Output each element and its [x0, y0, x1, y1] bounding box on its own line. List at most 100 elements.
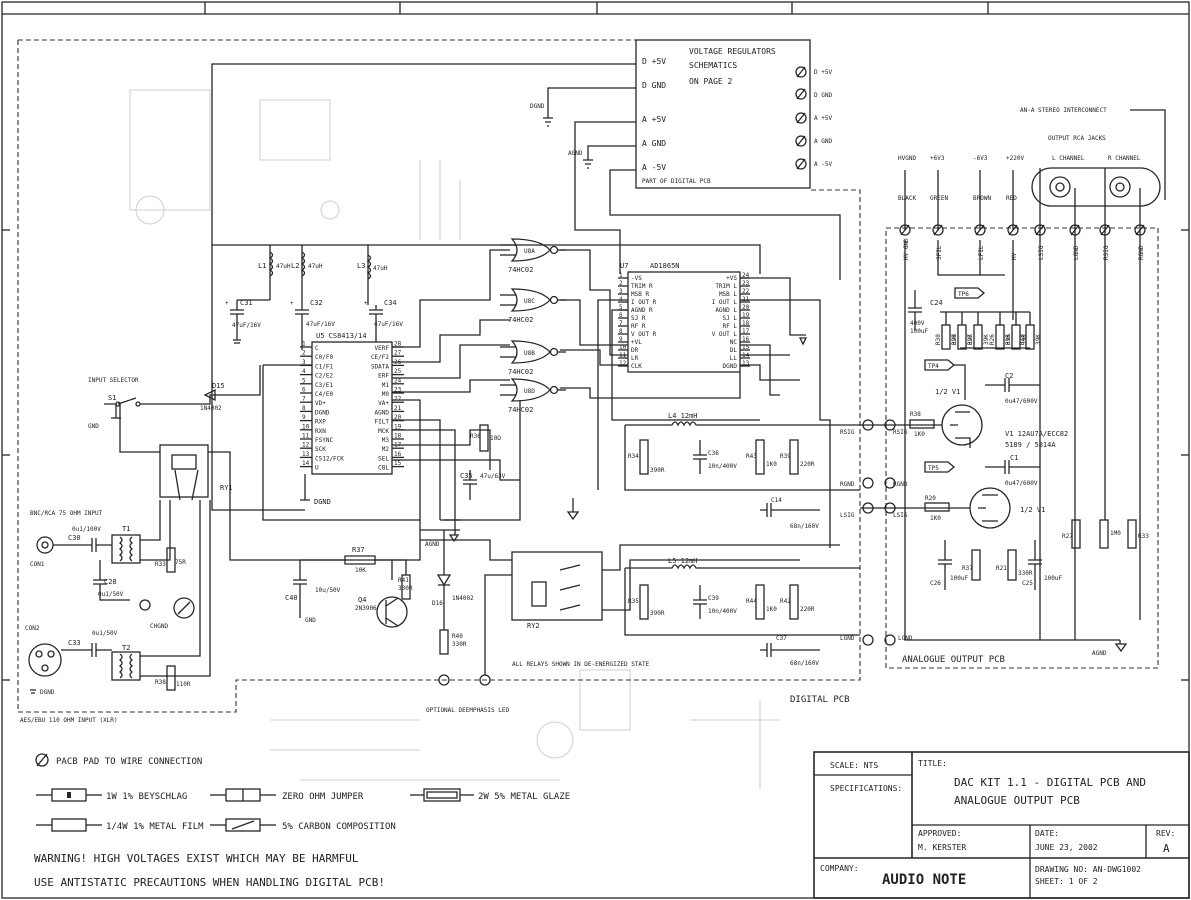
svg-text:CHGND: CHGND — [150, 623, 168, 630]
svg-text:ALL RELAYS SHOWN IN DE-ENERGIZ: ALL RELAYS SHOWN IN DE-ENERGIZED STATE — [512, 661, 650, 668]
svg-text:R44: R44 — [746, 598, 757, 605]
svg-text:AN-A STEREO INTERCONNECT: AN-A STEREO INTERCONNECT — [1020, 107, 1107, 114]
analogue-pad-label: SFIL — [936, 245, 943, 260]
svg-text:1/4W 1% METAL FILM: 1/4W 1% METAL FILM — [106, 822, 204, 832]
u5-pin-num: 1 — [302, 341, 306, 348]
svg-text:C36: C36 — [708, 450, 719, 457]
svg-text:M. KERSTER: M. KERSTER — [918, 843, 966, 852]
gate-id: U8C — [524, 298, 535, 305]
svg-text:100uF: 100uF — [910, 328, 928, 335]
svg-text:10Ω: 10Ω — [490, 435, 501, 442]
reg-label-agnd: A GND — [642, 139, 666, 148]
svg-text:GND: GND — [305, 617, 316, 624]
svg-text:1K0: 1K0 — [766, 461, 777, 468]
u5-pin-label: VD+ — [315, 400, 326, 407]
svg-text:390R: 390R — [650, 467, 665, 474]
svg-text:ZERO OHM JUMPER: ZERO OHM JUMPER — [282, 792, 364, 802]
svg-text:220R: 220R — [800, 606, 815, 613]
svg-text:OUTPUT RCA JACKS: OUTPUT RCA JACKS — [1048, 135, 1106, 142]
reg-pads — [795, 66, 807, 170]
u7-pin-label: SJ R — [631, 315, 646, 322]
u5-pin-label: VA+ — [378, 400, 389, 407]
svg-text:5% CARBON COMPOSITION: 5% CARBON COMPOSITION — [282, 822, 396, 832]
u5-pin-num: 18 — [394, 433, 402, 440]
u7-pin-num: 3 — [619, 288, 623, 295]
company-name: AUDIO NOTE — [882, 872, 966, 888]
u5-pin-num: 19 — [394, 423, 402, 430]
u5-pin-label: C — [315, 345, 319, 352]
svg-text:75R: 75R — [175, 559, 186, 566]
svg-text:C28: C28 — [104, 578, 117, 586]
svg-text:R38: R38 — [910, 411, 921, 418]
u5-pin-label: M2 — [382, 446, 390, 453]
u7-pin-num: 13 — [742, 360, 750, 367]
svg-text:100uF: 100uF — [950, 575, 968, 582]
svg-text:L5 12mH: L5 12mH — [668, 557, 698, 565]
svg-text:TP6: TP6 — [958, 291, 969, 298]
svg-text:LSIG: LSIG — [893, 512, 908, 519]
u7-pin-num: 24 — [742, 272, 750, 279]
bnc-input: BNC/RCA 75 OHM INPUT CON1 C30 0u1/100V T… — [30, 500, 195, 630]
u7-pin-label: LL — [730, 355, 738, 362]
svg-text:S1: S1 — [108, 394, 116, 402]
svg-text:47uF/16V: 47uF/16V — [232, 322, 261, 329]
svg-text:C39: C39 — [708, 595, 719, 602]
svg-text:BLACK: BLACK — [898, 195, 916, 202]
svg-text:L4 12mH: L4 12mH — [668, 412, 698, 420]
drawing-title-2: ANALOGUE OUTPUT PCB — [954, 794, 1080, 807]
anode-resistor-value: 39K — [951, 334, 958, 345]
bleed-through — [129, 89, 780, 790]
svg-text:CON1: CON1 — [30, 561, 45, 568]
u5-pin-label: C2/E2 — [315, 373, 333, 380]
u7-pin-num: 7 — [619, 320, 623, 327]
svg-text:10u/50V: 10u/50V — [315, 587, 341, 594]
u7-pin-num: 5 — [619, 304, 623, 311]
u5-pin-label: C0/F0 — [315, 354, 333, 361]
u5-pin-num: 5 — [302, 377, 306, 384]
u7-pin-num: 8 — [619, 328, 623, 335]
svg-text:R34: R34 — [628, 453, 639, 460]
svg-text:47u/63V: 47u/63V — [480, 473, 506, 480]
u7-pin-label: DR — [631, 347, 639, 354]
u5-pin-num: 22 — [394, 396, 402, 403]
svg-text:LGND: LGND — [840, 635, 855, 642]
analogue-pad-label: LGND — [1073, 245, 1080, 260]
svg-text:D +5V: D +5V — [814, 69, 832, 76]
u5-pin-num: 7 — [302, 396, 306, 403]
digital-pcb-label: DIGITAL PCB — [790, 695, 850, 705]
svg-text:C40: C40 — [285, 594, 298, 602]
analogue-pcb-boundary — [885, 227, 1159, 669]
u7-pin-num: 22 — [742, 288, 750, 295]
u5-pin-num: 12 — [302, 442, 310, 449]
u7-pin-label: I OUT L — [712, 299, 738, 306]
svg-text:U7: U7 — [620, 262, 628, 270]
u7-pin-num: 15 — [742, 344, 750, 351]
svg-text:R20: R20 — [925, 495, 936, 502]
svg-text:TITLE:: TITLE: — [918, 759, 947, 768]
u5-pin-num: 21 — [394, 405, 402, 412]
svg-text:AES/EBU 110 OHM INPUT (XLR): AES/EBU 110 OHM INPUT (XLR) — [20, 717, 118, 724]
svg-text:L CHANNEL: L CHANNEL — [1052, 155, 1085, 162]
anode-resistor-ref: R26 — [989, 334, 996, 345]
svg-text:400V: 400V — [910, 320, 925, 327]
svg-text:LSIG: LSIG — [840, 512, 855, 519]
u5-pin-num: 11 — [302, 433, 310, 440]
svg-text:D16: D16 — [432, 600, 443, 607]
svg-text:0u1/50V: 0u1/50V — [98, 591, 124, 598]
svg-text:C35: C35 — [460, 472, 473, 480]
u5-pin-label: CBL — [378, 465, 389, 472]
svg-text:+6V3: +6V3 — [930, 155, 945, 162]
supply-filter: L1 47uH L2 47uH L3 47uH + C31 47uF/16V +… — [211, 245, 403, 511]
svg-text:R27: R27 — [1062, 533, 1073, 540]
u5-pin-label: C4/E0 — [315, 391, 333, 398]
u7-pin-num: 16 — [742, 336, 750, 343]
svg-text:2N3906: 2N3906 — [355, 605, 377, 612]
svg-text:1W 1% BEYSCHLAG: 1W 1% BEYSCHLAG — [106, 792, 187, 802]
svg-text:1K0: 1K0 — [914, 431, 925, 438]
u7-pin-label: RF L — [723, 323, 738, 330]
